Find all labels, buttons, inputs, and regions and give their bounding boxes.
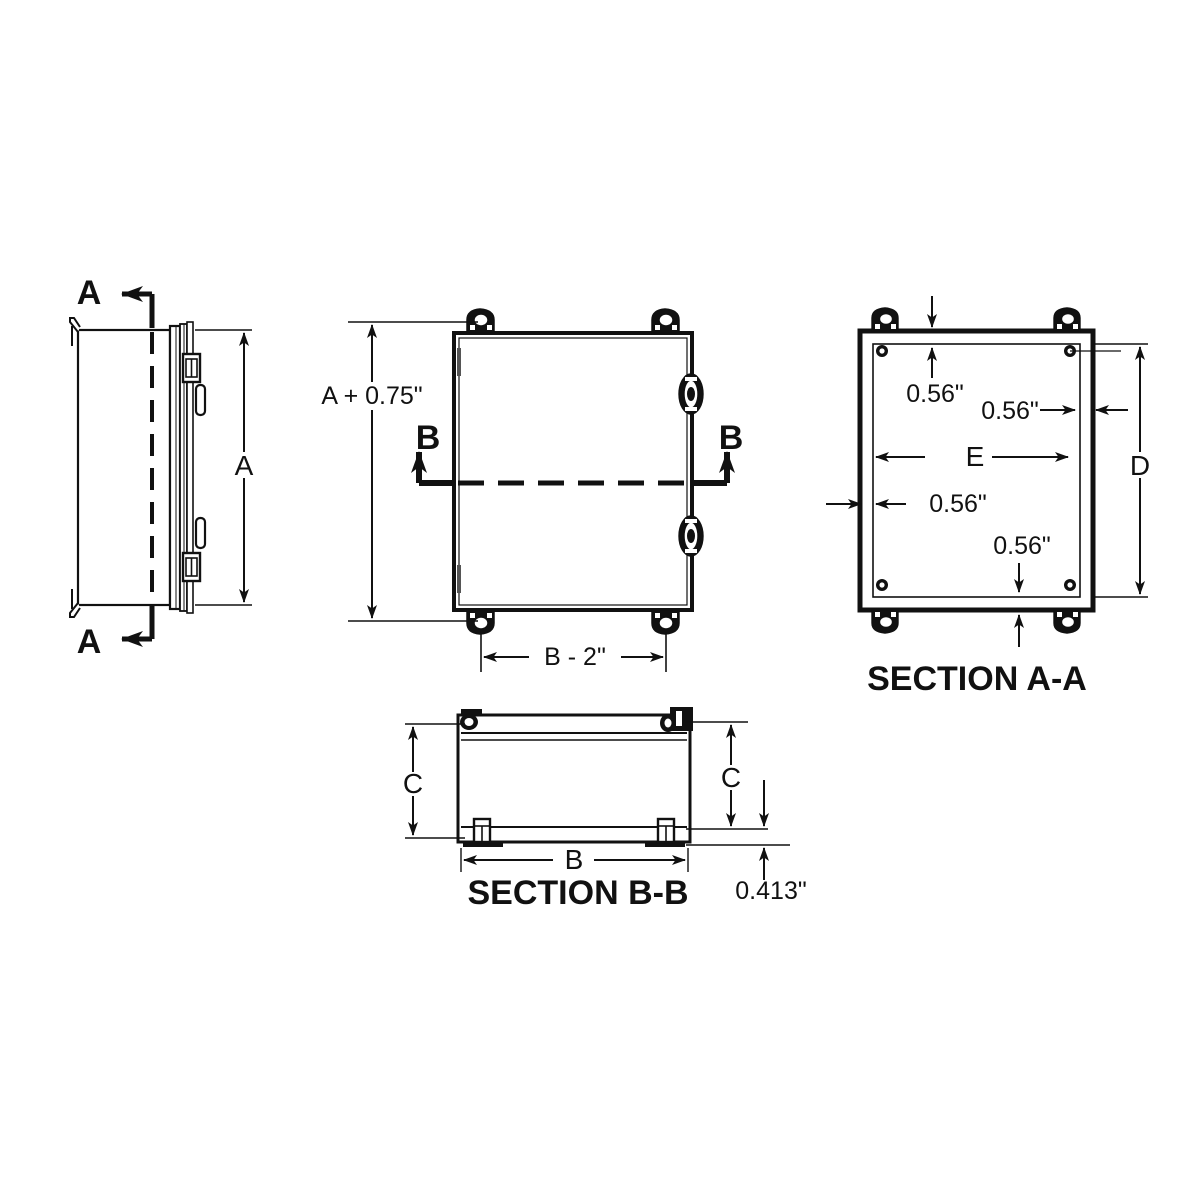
dimension-056-bottom: 0.56" — [993, 532, 1051, 647]
section-mark-a-top: A — [77, 274, 102, 312]
dimension-d-height: D — [1093, 343, 1150, 598]
dimension-056-left: 0.56" — [826, 490, 987, 518]
section-aa-panel-stud-bottom-right — [1064, 579, 1076, 591]
section-aa-mounting-foot-bottom-right — [1053, 609, 1081, 634]
side-view-hinge-upper — [194, 383, 207, 417]
section-mark-b-right: B — [719, 419, 744, 457]
front-view-latch-upper — [678, 373, 704, 415]
front-view-mounting-foot-bottom-left — [466, 609, 495, 635]
section-bb-body — [456, 713, 692, 847]
side-view-latch-top — [181, 352, 202, 384]
dimension-label-c-right: C — [721, 762, 741, 793]
section-aa-title: SECTION A-A — [867, 660, 1087, 698]
front-view-enclosure-body — [452, 331, 694, 612]
side-view-latch-bottom — [181, 551, 202, 583]
dimension-e-width: E — [875, 441, 1069, 472]
section-cut-line-b — [411, 451, 735, 486]
side-view-hinge-lower — [194, 516, 207, 550]
section-mark-a-bottom: A — [77, 623, 102, 661]
dimension-label-056-right: 0.56" — [981, 397, 1039, 425]
side-elevation-view: A A A — [69, 274, 254, 661]
dimension-a-side-view: A — [195, 329, 254, 606]
section-bb-latch-top-left — [460, 709, 482, 730]
section-aa-shell — [857, 328, 1096, 613]
dimension-label-a: A — [235, 450, 254, 481]
front-view-mounting-foot-top-right — [651, 308, 680, 334]
dimension-056-top: 0.56" — [906, 296, 964, 408]
dimension-b-minus-2: B - 2" — [480, 632, 667, 672]
front-view-mounting-foot-bottom-right — [651, 609, 680, 635]
section-aa-mounting-foot-bottom-left — [871, 609, 899, 634]
section-aa-mounting-foot-top-left — [871, 307, 899, 332]
dimension-label-b: B — [565, 844, 584, 875]
front-view-mounting-foot-top-left — [466, 308, 495, 334]
section-cut-line-a — [121, 286, 155, 647]
section-bb-standoff-right — [656, 817, 676, 844]
dimension-label-a-plus: A + 0.75" — [321, 382, 422, 410]
dimension-a-plus-075: A + 0.75" — [321, 321, 478, 622]
front-elevation-view: B B A + 0.75" B - 2" — [321, 308, 744, 672]
section-bb-latch-top-right — [660, 707, 693, 732]
dimension-b-width: B — [460, 844, 689, 875]
section-aa-mounting-foot-top-right — [1053, 307, 1081, 332]
section-mark-b-left: B — [416, 419, 441, 457]
dimension-056-right: 0.56" — [981, 350, 1128, 425]
dimension-label-056-bottom: 0.56" — [993, 532, 1051, 560]
section-b-b-view: C C 0.413" B SECTION B-B — [403, 707, 807, 912]
dimension-label-0413: 0.413" — [735, 877, 806, 905]
section-bb-standoff-left — [472, 817, 492, 844]
dimension-label-056-top: 0.56" — [906, 380, 964, 408]
dimension-label-056-left: 0.56" — [929, 490, 987, 518]
dimension-label-e: E — [966, 441, 985, 472]
dimension-label-c-left: C — [403, 768, 423, 799]
section-a-a-view: 0.56" 0.56" E 0.56" 0.56" — [826, 296, 1150, 698]
section-bb-title: SECTION B-B — [468, 874, 689, 912]
dimension-c-right: C — [686, 721, 768, 830]
dimension-label-d: D — [1130, 450, 1150, 481]
section-aa-panel-stud-top-left — [876, 345, 888, 357]
side-view-body-outline — [69, 317, 172, 618]
dimension-0413: 0.413" — [686, 780, 807, 905]
dimension-label-b-minus: B - 2" — [544, 643, 606, 671]
section-aa-panel-stud-bottom-left — [876, 579, 888, 591]
dimension-c-left: C — [403, 723, 465, 839]
front-view-latch-lower — [678, 515, 704, 557]
